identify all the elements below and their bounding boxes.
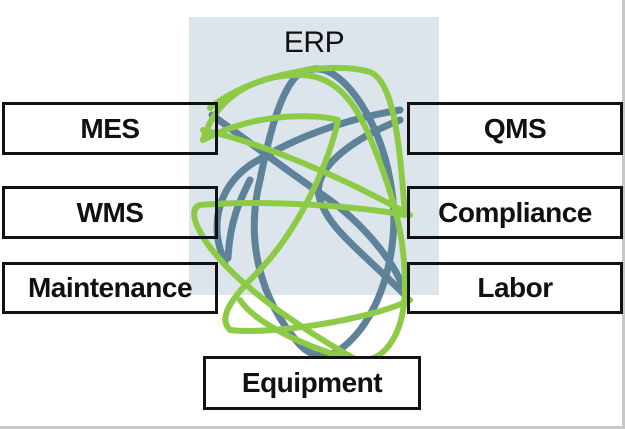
system-box-maintenance: Maintenance <box>2 262 218 314</box>
system-label-labor: Labor <box>477 272 553 303</box>
system-label-qms: QMS <box>483 112 547 144</box>
system-label-maintenance: Maintenance <box>27 272 193 303</box>
system-box-qms: QMS <box>407 102 623 155</box>
system-label-compliance: Compliance <box>438 196 592 228</box>
blue-connection-4 <box>315 116 409 299</box>
system-label-mes: MES <box>80 112 140 144</box>
system-box-labor: Labor <box>407 262 623 314</box>
system-box-wms: WMS <box>2 186 218 239</box>
green-connection-3 <box>191 64 408 365</box>
system-box-compliance: Compliance <box>407 186 623 239</box>
green-connection-2 <box>200 113 413 334</box>
system-box-equipment: Equipment <box>203 356 421 410</box>
green-connection-4 <box>200 127 413 218</box>
erp-label: ERP <box>283 26 345 59</box>
system-label-wms: WMS <box>76 196 144 228</box>
system-label-equipment: Equipment <box>241 367 383 398</box>
blue-connection-5 <box>224 176 254 262</box>
system-box-mes: MES <box>2 102 218 155</box>
